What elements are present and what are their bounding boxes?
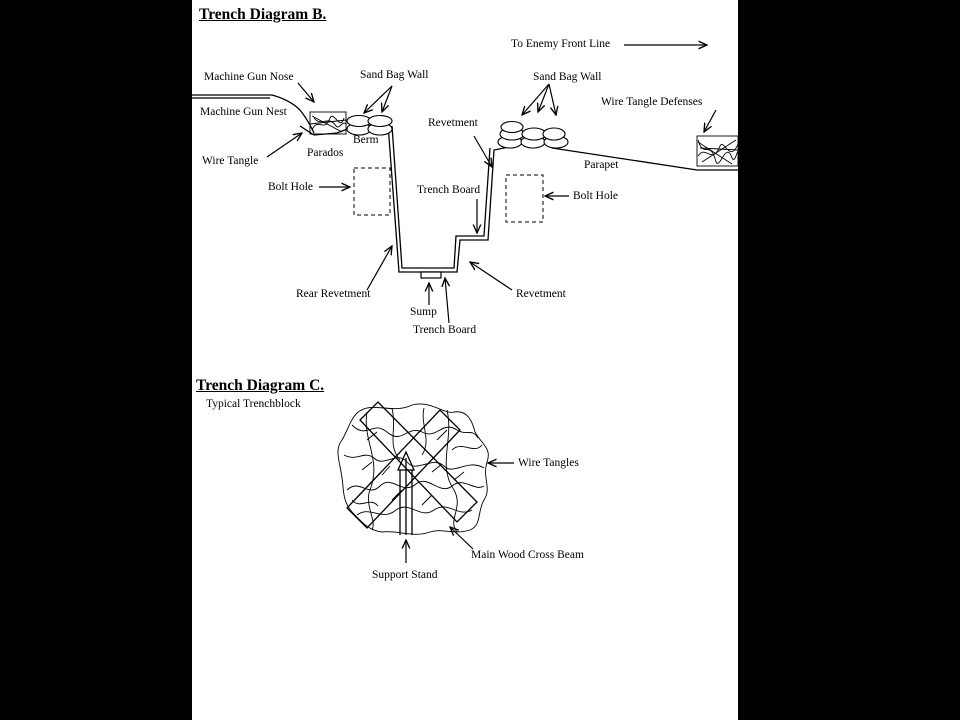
sandbag-wall-left [346, 114, 393, 136]
label-bolt-hole-right: Bolt Hole [573, 190, 619, 202]
label-main-wood-cross-beam: Main Wood Cross Beam [471, 549, 584, 561]
parapet-slope [551, 147, 738, 171]
support-stand [396, 450, 416, 535]
label-enemy-front-line: To Enemy Front Line [511, 38, 611, 50]
diagram-artwork [192, 0, 738, 563]
bolt-hole-right [505, 174, 544, 223]
label-revetment-top: Revetment [428, 117, 478, 129]
label-sandbag-wall-right: Sand Bag Wall [533, 71, 602, 83]
label-parapet: Parapet [584, 159, 619, 171]
label-parados: Parados [307, 147, 344, 159]
diagram-page: Trench Diagram B. To Enemy Front Line Ma… [192, 0, 738, 720]
sump-box [420, 271, 442, 279]
trenchblock [337, 401, 489, 535]
label-wire-tangle-defenses: Wire Tangle Defenses [601, 96, 703, 108]
label-support-stand: Support Stand [372, 569, 438, 581]
label-sandbag-wall-left: Sand Bag Wall [360, 69, 429, 81]
main-wood-cross-beam [346, 401, 478, 529]
label-machine-gun-nest: Machine Gun Nest [200, 106, 287, 118]
label-trench-board-lower: Trench Board [413, 324, 477, 336]
rear-revetment-wall [387, 123, 515, 273]
diagram-c-subtitle: Typical Trenchblock [206, 398, 301, 410]
diagram-c-title: Trench Diagram C. [196, 377, 325, 394]
sandbag-wall-right [497, 120, 569, 149]
label-machine-gun-nose: Machine Gun Nose [204, 71, 294, 83]
diagram-c-arrows [406, 463, 514, 563]
label-trench-board-upper: Trench Board [417, 184, 481, 196]
mg-nest-wire [309, 111, 347, 135]
label-wire-tangles: Wire Tangles [518, 457, 579, 469]
diagram-b-arrows [266, 45, 717, 324]
label-revetment-bottom: Revetment [516, 288, 566, 300]
label-wire-tangle: Wire Tangle [202, 155, 259, 167]
label-berm: Berm [353, 134, 379, 146]
label-rear-revetment: Rear Revetment [296, 288, 371, 300]
bolt-hole-left [353, 167, 391, 216]
diagram-b-title: Trench Diagram B. [199, 6, 327, 23]
wire-tangle-defenses [696, 135, 738, 167]
label-bolt-hole-left: Bolt Hole [268, 181, 314, 193]
label-sump: Sump [410, 306, 437, 318]
rear-revetment-wall-inner [391, 125, 491, 269]
